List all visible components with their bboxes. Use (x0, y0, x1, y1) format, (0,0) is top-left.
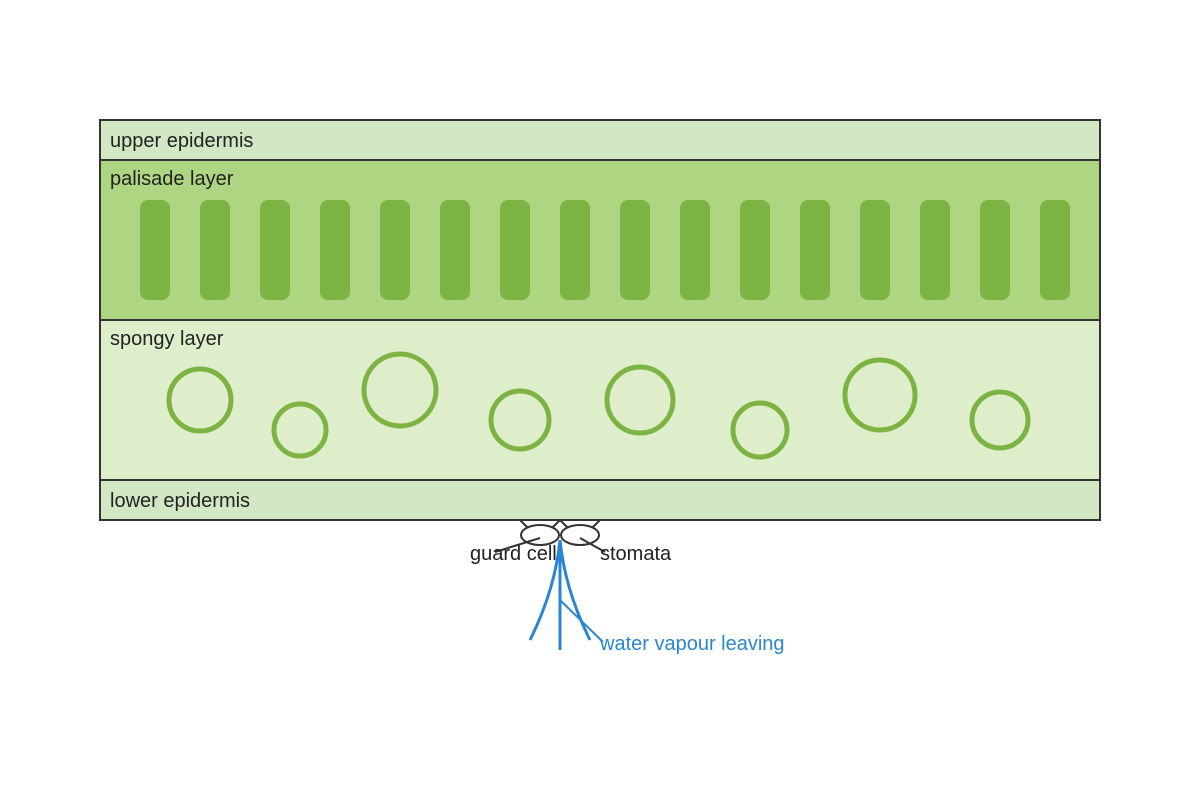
palisade-cell (620, 200, 650, 300)
upper-epidermis-layer (99, 119, 1101, 161)
water-vapour-label: water vapour leaving (599, 633, 785, 655)
spongy-cell (271, 401, 329, 459)
guard-cell-left-stalk-a (519, 519, 529, 529)
guard-cell-right-stalk-a (559, 519, 569, 529)
water-vapour-leader-line (559, 599, 604, 643)
spongy-cells (166, 351, 1031, 460)
palisade-cell (380, 200, 410, 300)
palisade-cell (440, 200, 470, 300)
vapour-stream-right (558, 539, 592, 641)
guard-cell-leader-line (494, 537, 541, 553)
palisade-cell (860, 200, 890, 300)
palisade-cell (140, 200, 170, 300)
palisade-cell (920, 200, 950, 300)
palisade-cell (980, 200, 1010, 300)
spongy-cell (488, 388, 552, 452)
palisade-cell (200, 200, 230, 300)
stomata-label: stomata (600, 543, 672, 565)
spongy-cell (969, 389, 1031, 451)
palisade-cell (800, 200, 830, 300)
palisade-cell (680, 200, 710, 300)
guard-cell-right-stalk-b (591, 519, 601, 529)
palisade-cell (560, 200, 590, 300)
spongy-layer (99, 319, 1101, 481)
stomata-leader-line (579, 537, 606, 553)
palisade-cell (260, 200, 290, 300)
palisade-cell (320, 200, 350, 300)
lower-epidermis-layer (99, 479, 1101, 521)
lower-epidermis-label: lower epidermis (110, 490, 250, 512)
guard-cells (519, 519, 601, 546)
spongy-cell (842, 357, 918, 433)
palisade-layer-label: palisade layer (110, 168, 234, 190)
spongy-cell (604, 364, 676, 436)
guard-cell-label: guard cell (470, 543, 557, 565)
spongy-cell (730, 400, 790, 460)
palisade-cells (140, 200, 1070, 300)
guard-cell-right (560, 524, 600, 546)
spongy-cell (361, 351, 439, 429)
water-vapour-streams (528, 539, 592, 650)
spongy-layer-label: spongy layer (110, 328, 224, 350)
spongy-cell (166, 366, 234, 434)
upper-epidermis-label: upper epidermis (110, 130, 253, 152)
guard-cell-left-stalk-b (551, 519, 561, 529)
palisade-cell (1040, 200, 1070, 300)
palisade-cell (740, 200, 770, 300)
palisade-cell (500, 200, 530, 300)
